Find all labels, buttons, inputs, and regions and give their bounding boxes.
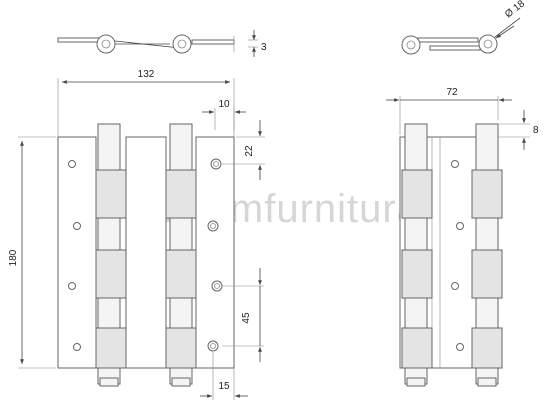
dim-thickness: 3 — [261, 42, 267, 53]
dim-side-width: 72 — [446, 87, 458, 98]
dim-hole-pitch: 45 — [241, 312, 252, 324]
dim-hole-edge: 15 — [218, 381, 230, 392]
dim-pin-diameter: Ø 18 — [503, 0, 527, 20]
dim-side-offset: 8 — [533, 125, 539, 136]
top-view-right: Ø 18 — [401, 0, 527, 55]
front-view-right: 72 8 — [386, 87, 539, 387]
front-view-left: 132 10 22 45 15 180 — [8, 69, 265, 400]
top-view-left: 3 — [57, 30, 267, 57]
dim-width-total: 132 — [138, 69, 155, 80]
dim-height-total: 180 — [8, 249, 19, 266]
dim-hole-top: 22 — [244, 145, 255, 157]
dim-knuckle-offset: 10 — [218, 99, 230, 110]
